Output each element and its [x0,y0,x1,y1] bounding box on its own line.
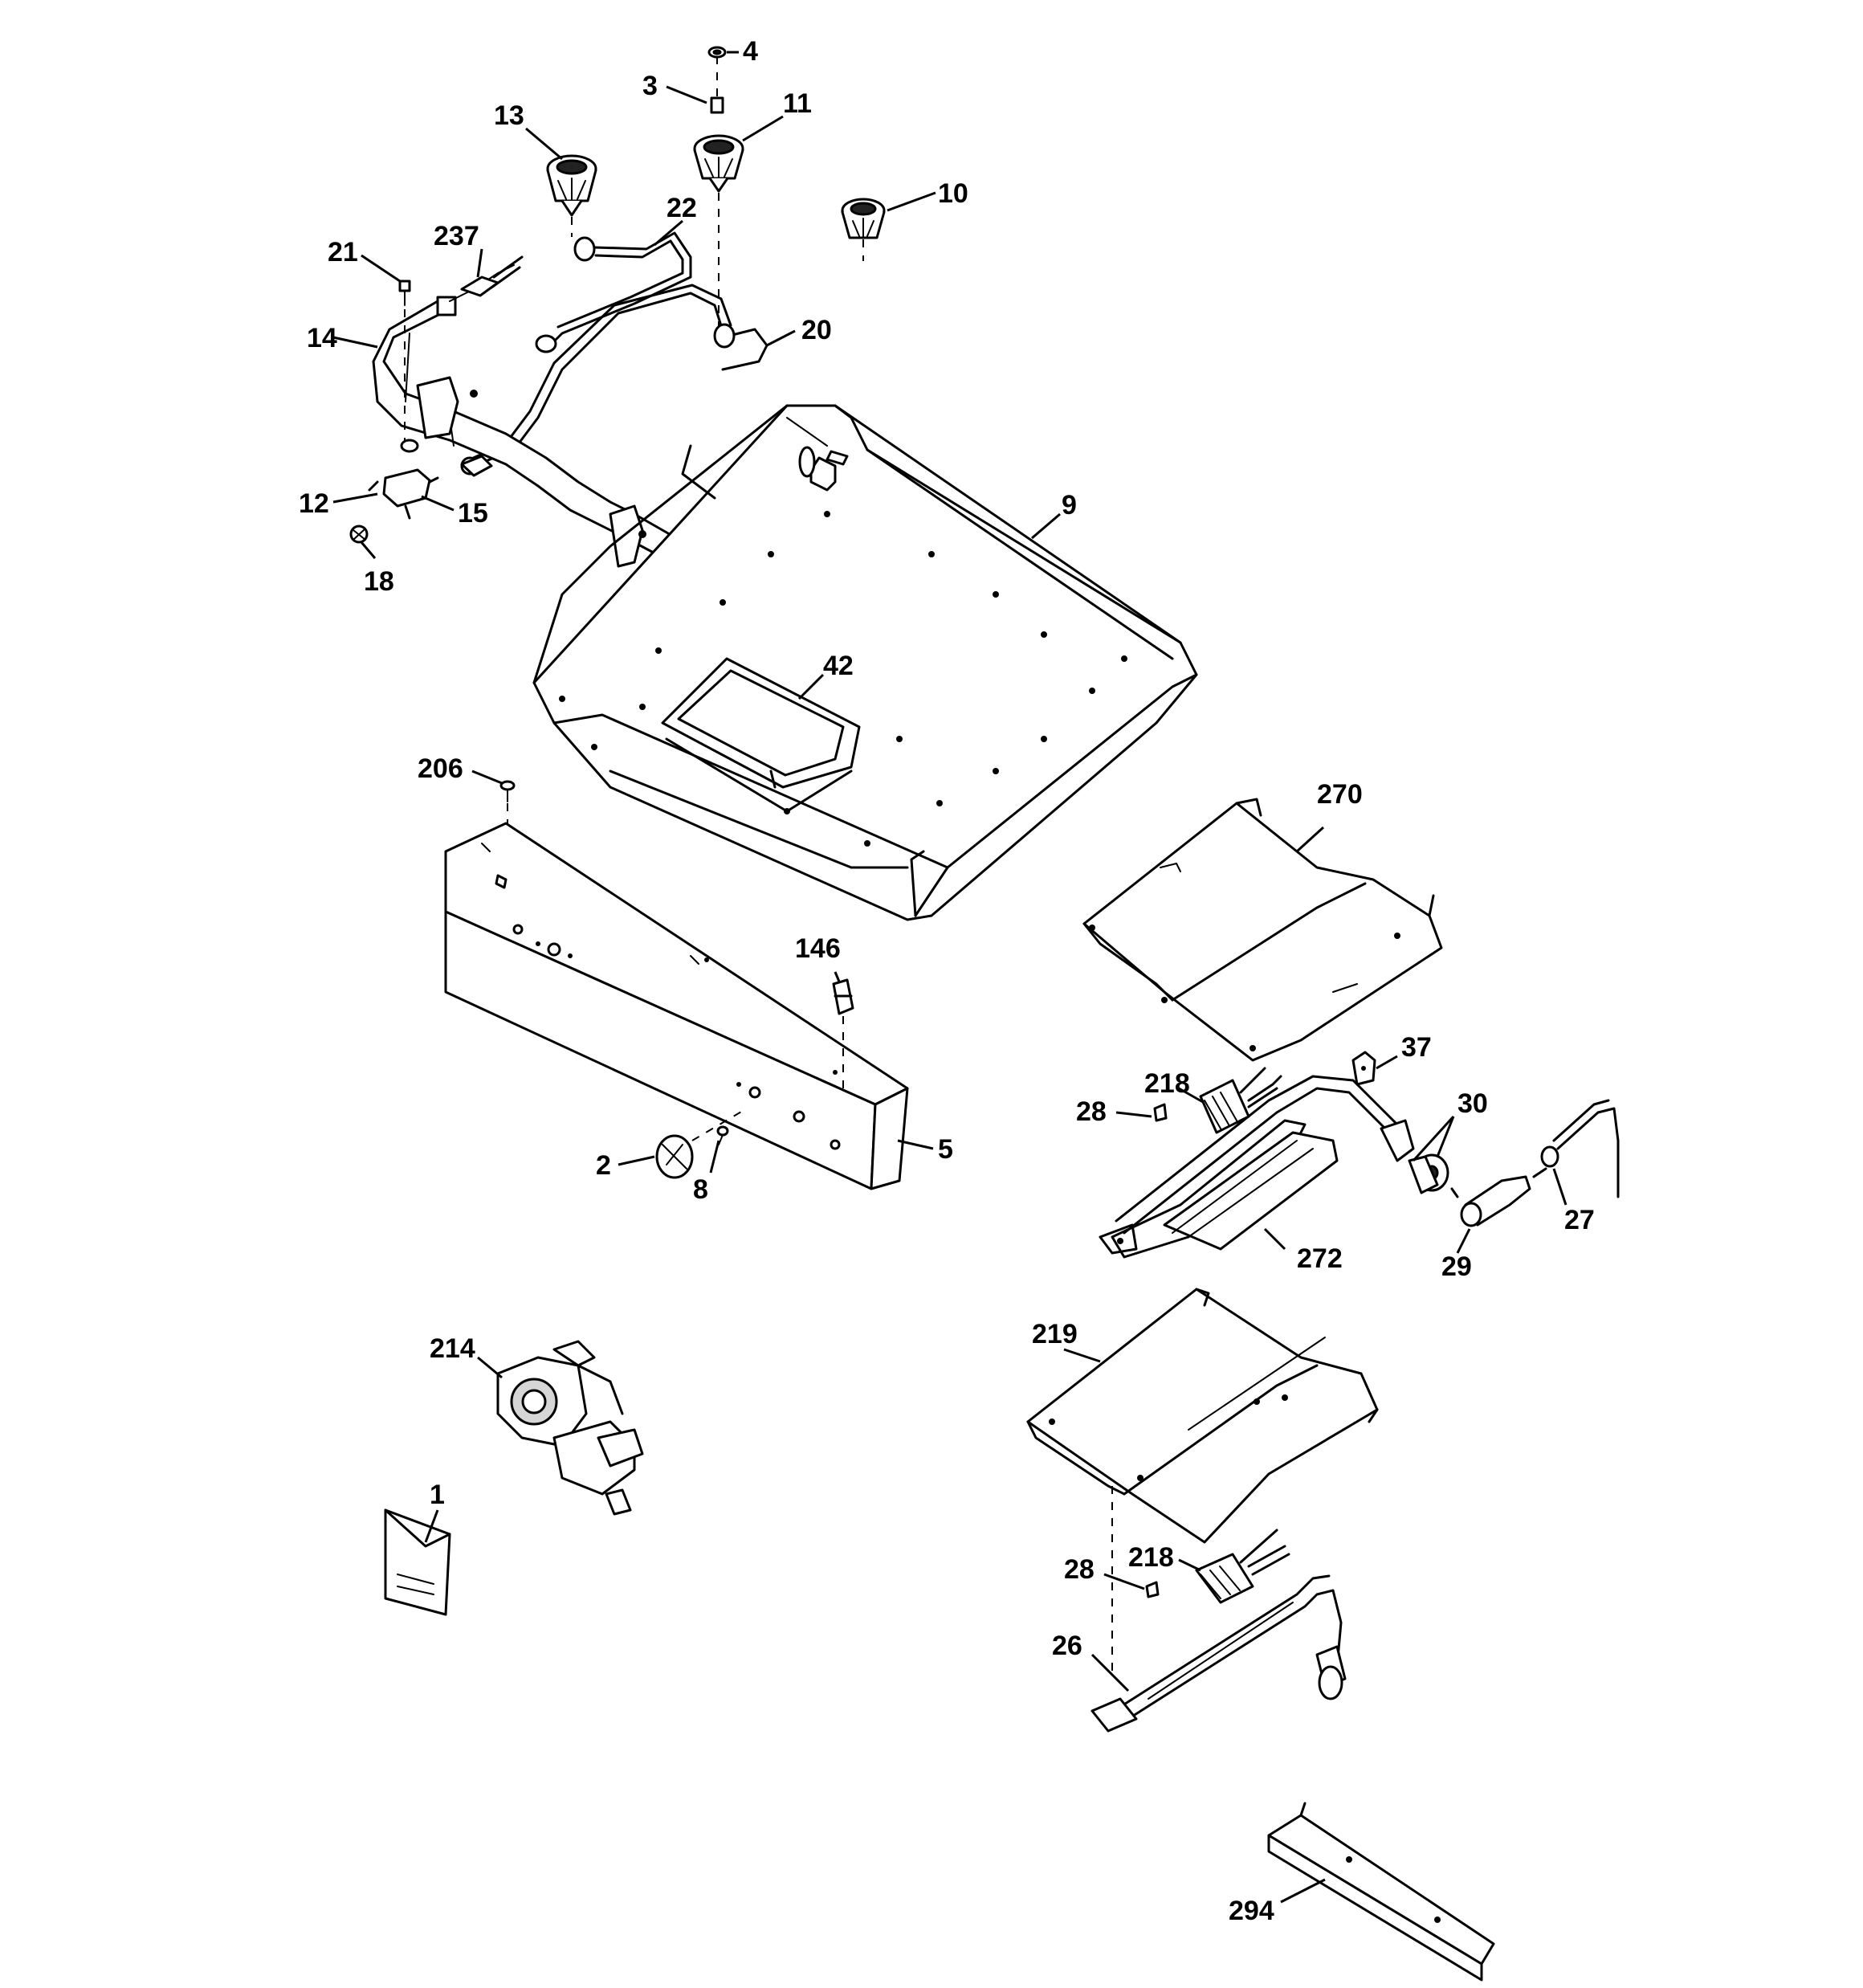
callout-42: 42 [823,651,854,681]
callout-12: 12 [299,488,329,519]
callout-28-lower: 28 [1064,1554,1095,1585]
callout-18: 18 [364,566,394,597]
callout-20: 20 [801,315,832,345]
callout-14: 14 [307,323,337,353]
callout-1: 1 [430,1480,445,1510]
callout-146: 146 [795,933,841,964]
callout-5: 5 [938,1134,953,1165]
callout-28-upper: 28 [1076,1096,1107,1127]
channel-294 [1267,1802,1495,1982]
air-shutter-30 [1408,1153,1449,1194]
knob-2 [655,1134,694,1179]
callout-218-lower: 218 [1128,1542,1174,1573]
callout-272: 272 [1297,1243,1343,1274]
orifice-29 [1450,1175,1531,1227]
washer-4 [707,46,727,59]
callout-26: 26 [1052,1631,1082,1661]
valve-bracket-12 [368,439,493,520]
callout-11: 11 [783,88,812,119]
leader-lines [332,51,1567,1904]
bracket-37 [1351,1051,1376,1086]
shield-270 [1082,798,1443,1062]
nut-18 [349,525,369,544]
orifice-3 [710,96,724,114]
callout-30: 30 [1457,1088,1488,1119]
burner-head-11 [693,134,744,193]
cooktop-pan-9 [532,404,1198,921]
burner-box-42 [661,657,861,813]
callout-37: 37 [1401,1032,1432,1063]
envelope-1 [384,1508,451,1616]
broil-burner-26 [1090,1574,1347,1733]
burner-tube-upper [1115,1075,1415,1235]
callout-10: 10 [938,178,968,209]
callout-22: 22 [667,193,697,223]
screw-21 [398,280,411,306]
callout-15: 15 [458,498,488,529]
screw-8 [716,1125,729,1145]
callout-21: 21 [328,237,358,267]
callout-237: 237 [434,221,479,251]
manifold-14 [372,264,700,572]
callout-9: 9 [1062,490,1077,520]
valve-214 [496,1340,644,1516]
igniter-218-upper [1199,1067,1282,1134]
fitting-237 [460,255,524,297]
burner-tube-22 [535,231,692,353]
oven-burner-272 [1099,1119,1339,1259]
callout-3: 3 [642,71,658,101]
callout-27: 27 [1564,1205,1595,1235]
burner-head-13 [546,154,597,217]
callout-294: 294 [1229,1896,1274,1926]
gas-line-27 [1532,1099,1620,1198]
fastener-28-upper [1153,1103,1168,1122]
fastener-28-lower [1145,1581,1160,1598]
igniter-218-lower [1195,1529,1290,1604]
callout-13: 13 [494,100,524,131]
callout-218-upper: 218 [1144,1068,1190,1099]
clip-146 [832,978,854,1015]
callout-29: 29 [1441,1251,1472,1282]
callout-labels: 4 3 13 11 10 22 21 237 14 20 12 15 18 9 … [299,36,1595,1926]
callout-2: 2 [596,1150,611,1181]
callout-219: 219 [1032,1319,1078,1349]
callout-206: 206 [418,753,463,784]
callout-4: 4 [743,36,758,67]
callout-270: 270 [1317,779,1363,810]
callout-8: 8 [693,1174,708,1205]
screw-206 [499,780,516,802]
burner-head-10 [841,198,886,239]
callout-214: 214 [430,1333,475,1364]
control-panel-5 [444,822,909,1190]
shield-219 [1026,1288,1379,1544]
